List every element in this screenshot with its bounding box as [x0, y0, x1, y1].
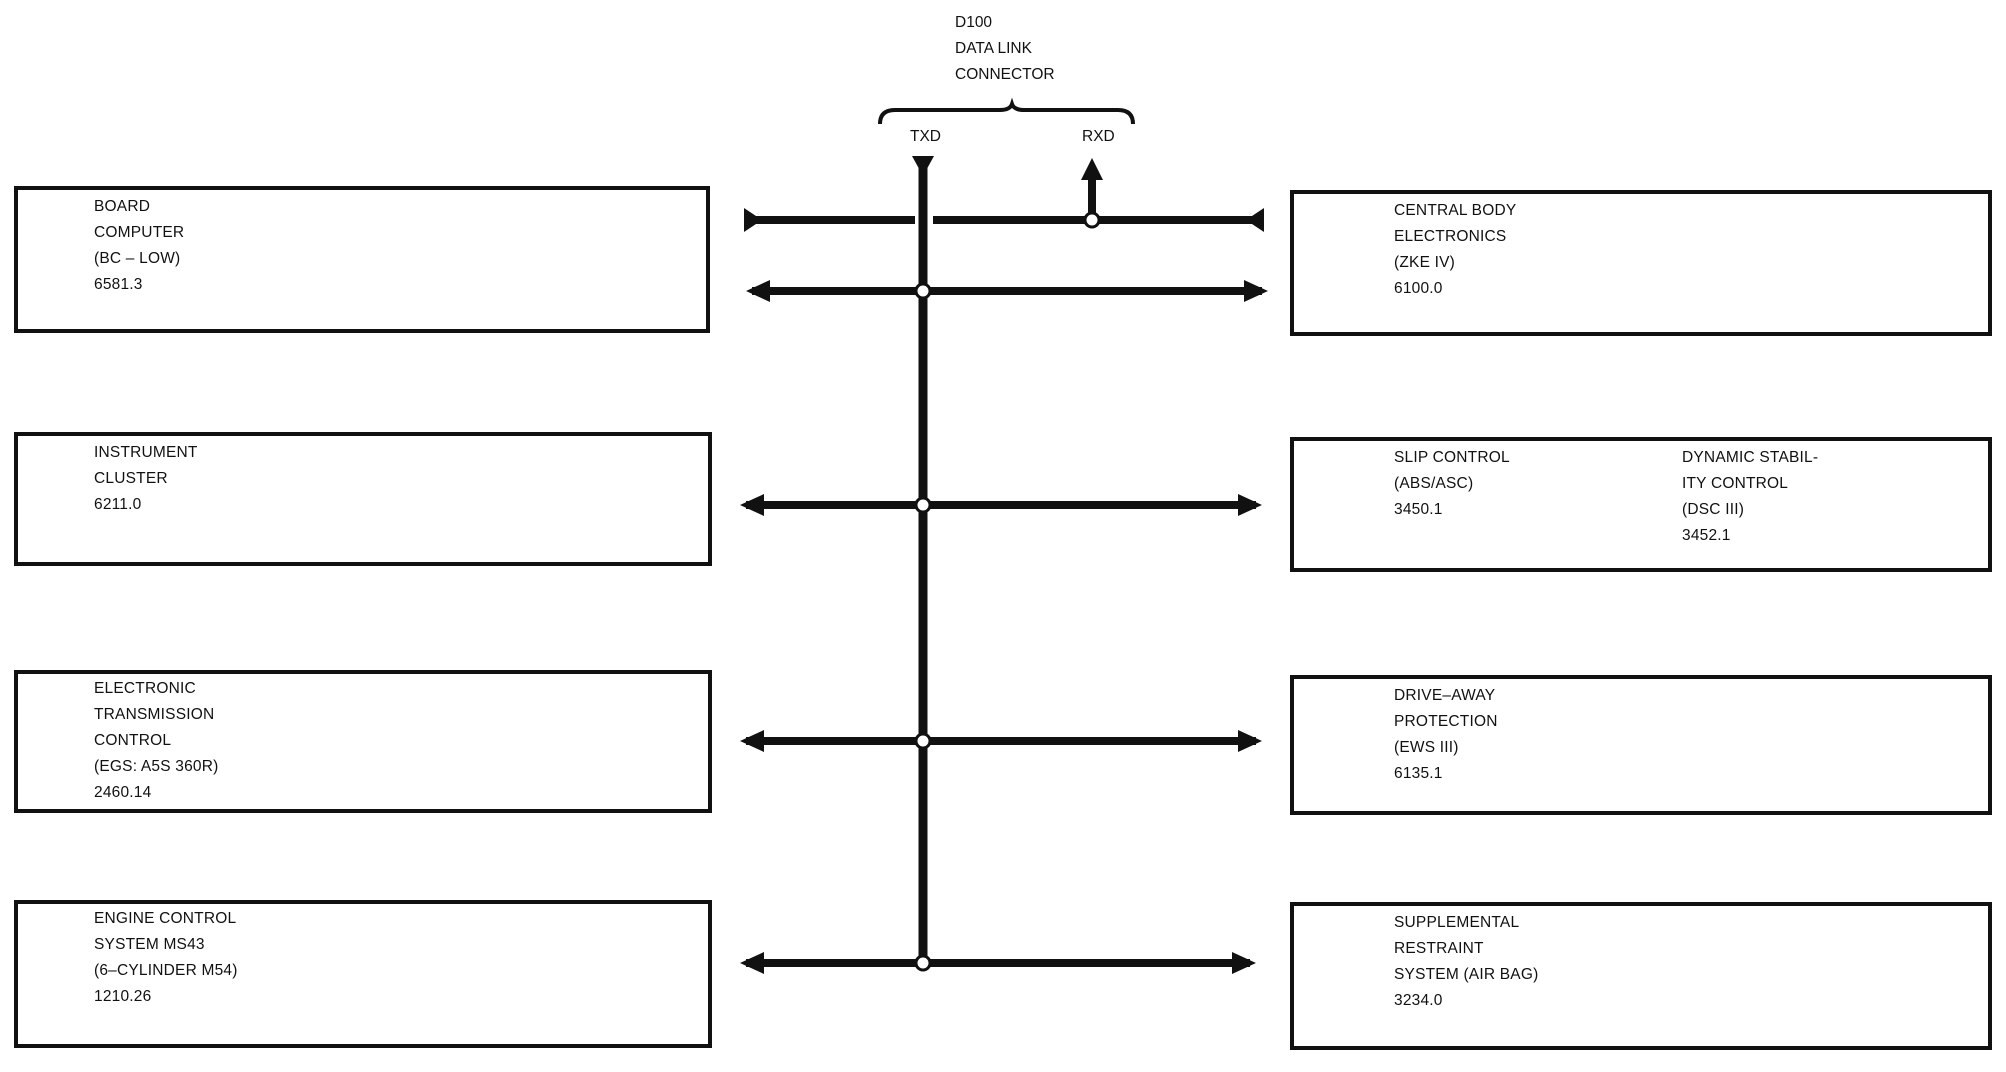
module-text: ENGINE CONTROL	[94, 910, 237, 927]
drive-away-label: DRIVE–AWAY PROTECTION (EWS III) 6135.1	[1394, 683, 1498, 787]
engine-control-label: ENGINE CONTROL SYSTEM MS43 (6–CYLINDER M…	[94, 906, 238, 1010]
module-text: 6135.1	[1394, 765, 1443, 782]
rxd-left-end-marker	[744, 208, 762, 232]
module-text: (ZKE IV)	[1394, 254, 1456, 271]
module-text: COMPUTER	[94, 224, 185, 241]
rxd-label: RXD	[1082, 128, 1115, 145]
rxd-right-end-marker	[1246, 208, 1264, 232]
supplemental-restraint-label: SUPPLEMENTAL RESTRAINT SYSTEM (AIR BAG) …	[1394, 910, 1538, 1014]
module-text: CLUSTER	[94, 470, 168, 487]
module-text: ELECTRONICS	[1394, 228, 1507, 245]
module-text: 6100.0	[1394, 280, 1443, 297]
row2-right-arrow	[1238, 494, 1262, 516]
row1-right-arrow	[1244, 280, 1268, 302]
instrument-cluster-box: INSTRUMENT CLUSTER 6211.0	[14, 432, 712, 566]
module-text: DYNAMIC STABIL-	[1682, 449, 1819, 466]
central-body-box: CENTRAL BODY ELECTRONICS (ZKE IV) 6100.0	[1290, 190, 1992, 336]
module-text: DRIVE–AWAY	[1394, 687, 1496, 704]
module-text: (BC – LOW)	[94, 250, 181, 267]
central-body-label: CENTRAL BODY ELECTRONICS (ZKE IV) 6100.0	[1394, 198, 1516, 302]
module-text: 1210.26	[94, 988, 152, 1005]
engine-control-box: ENGINE CONTROL SYSTEM MS43 (6–CYLINDER M…	[14, 900, 712, 1048]
electronic-transmission-box: ELECTRONIC TRANSMISSION CONTROL (EGS: A5…	[14, 670, 712, 813]
row4-left-arrow	[740, 952, 764, 974]
row3-left-arrow	[740, 730, 764, 752]
module-text: 3450.1	[1394, 501, 1443, 518]
module-text: (DSC III)	[1682, 501, 1745, 518]
module-text: SLIP CONTROL	[1394, 449, 1510, 466]
module-text: ELECTRONIC	[94, 680, 196, 697]
module-text: PROTECTION	[1394, 713, 1498, 730]
dynamic-stability-label: DYNAMIC STABIL- ITY CONTROL (DSC III) 34…	[1682, 445, 1818, 549]
row2-junction-dot	[914, 496, 932, 514]
module-text: 6211.0	[94, 496, 142, 513]
row1-junction-dot	[914, 282, 932, 300]
txd-arrowhead	[912, 156, 934, 176]
rxd-arrowhead	[1081, 158, 1103, 180]
row1-left-arrow	[746, 280, 770, 302]
module-text: 2460.14	[94, 784, 152, 801]
module-text: TRANSMISSION	[94, 706, 215, 723]
module-text: 6581.3	[94, 276, 143, 293]
connector-line: DATA LINK	[955, 40, 1032, 57]
row3-junction-dot	[914, 732, 932, 750]
module-text: INSTRUMENT	[94, 444, 198, 461]
row4-right-arrow	[1232, 952, 1256, 974]
row3-right-arrow	[1238, 730, 1262, 752]
instrument-cluster-label: INSTRUMENT CLUSTER 6211.0	[94, 440, 198, 518]
module-text: (ABS/ASC)	[1394, 475, 1474, 492]
module-text: (EGS: A5S 360R)	[94, 758, 219, 775]
module-text: CONTROL	[94, 732, 172, 749]
module-text: 3452.1	[1682, 527, 1731, 544]
slip-control-label: SLIP CONTROL (ABS/ASC) 3450.1	[1394, 445, 1510, 523]
row4-junction-dot	[914, 954, 932, 972]
connector-brace	[878, 97, 1135, 125]
board-computer-box: BOARD COMPUTER (BC – LOW) 6581.3	[14, 186, 710, 333]
module-text: 3234.0	[1394, 992, 1443, 1009]
module-text: SYSTEM MS43	[94, 936, 205, 953]
electronic-transmission-label: ELECTRONIC TRANSMISSION CONTROL (EGS: A5…	[94, 676, 218, 806]
slip-control-box: SLIP CONTROL (ABS/ASC) 3450.1 DYNAMIC ST…	[1290, 437, 1992, 572]
supplemental-restraint-box: SUPPLEMENTAL RESTRAINT SYSTEM (AIR BAG) …	[1290, 902, 1992, 1050]
board-computer-label: BOARD COMPUTER (BC – LOW) 6581.3	[94, 194, 184, 298]
row2-left-arrow	[740, 494, 764, 516]
drive-away-box: DRIVE–AWAY PROTECTION (EWS III) 6135.1	[1290, 675, 1992, 815]
module-text: BOARD	[94, 198, 151, 215]
module-text: ITY CONTROL	[1682, 475, 1789, 492]
module-text: (6–CYLINDER M54)	[94, 962, 238, 979]
module-text: (EWS III)	[1394, 739, 1459, 756]
connector-line: D100	[955, 14, 993, 31]
rxd-junction-dot	[1083, 211, 1101, 229]
module-text: RESTRAINT	[1394, 940, 1484, 957]
module-text: CENTRAL BODY	[1394, 202, 1517, 219]
connector-label: D100 DATA LINK CONNECTOR	[955, 10, 1055, 88]
connector-line: CONNECTOR	[955, 66, 1055, 83]
module-text: SUPPLEMENTAL	[1394, 914, 1520, 931]
txd-label: TXD	[910, 128, 941, 145]
module-text: SYSTEM (AIR BAG)	[1394, 966, 1539, 983]
